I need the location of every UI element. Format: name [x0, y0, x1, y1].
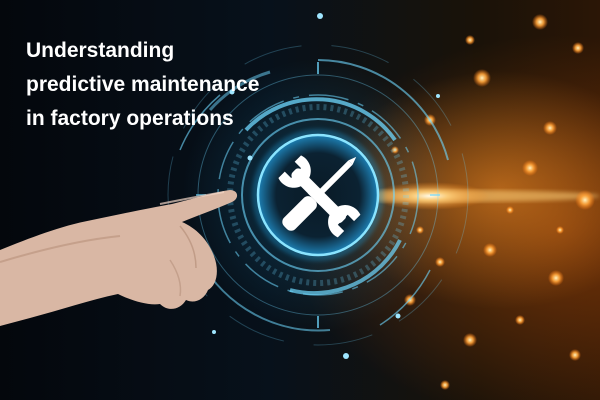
screwdriver-icon: [282, 156, 357, 231]
headline-line-1: Understanding: [26, 39, 175, 62]
headline: Understanding predictive maintenance in …: [26, 34, 259, 136]
headline-line-2: predictive maintenance: [26, 73, 260, 96]
hud-dots: [212, 13, 440, 359]
pointing-hand: [0, 190, 238, 326]
headline-line-3: in factory operations: [26, 107, 234, 130]
hud-rings: [167, 44, 469, 346]
